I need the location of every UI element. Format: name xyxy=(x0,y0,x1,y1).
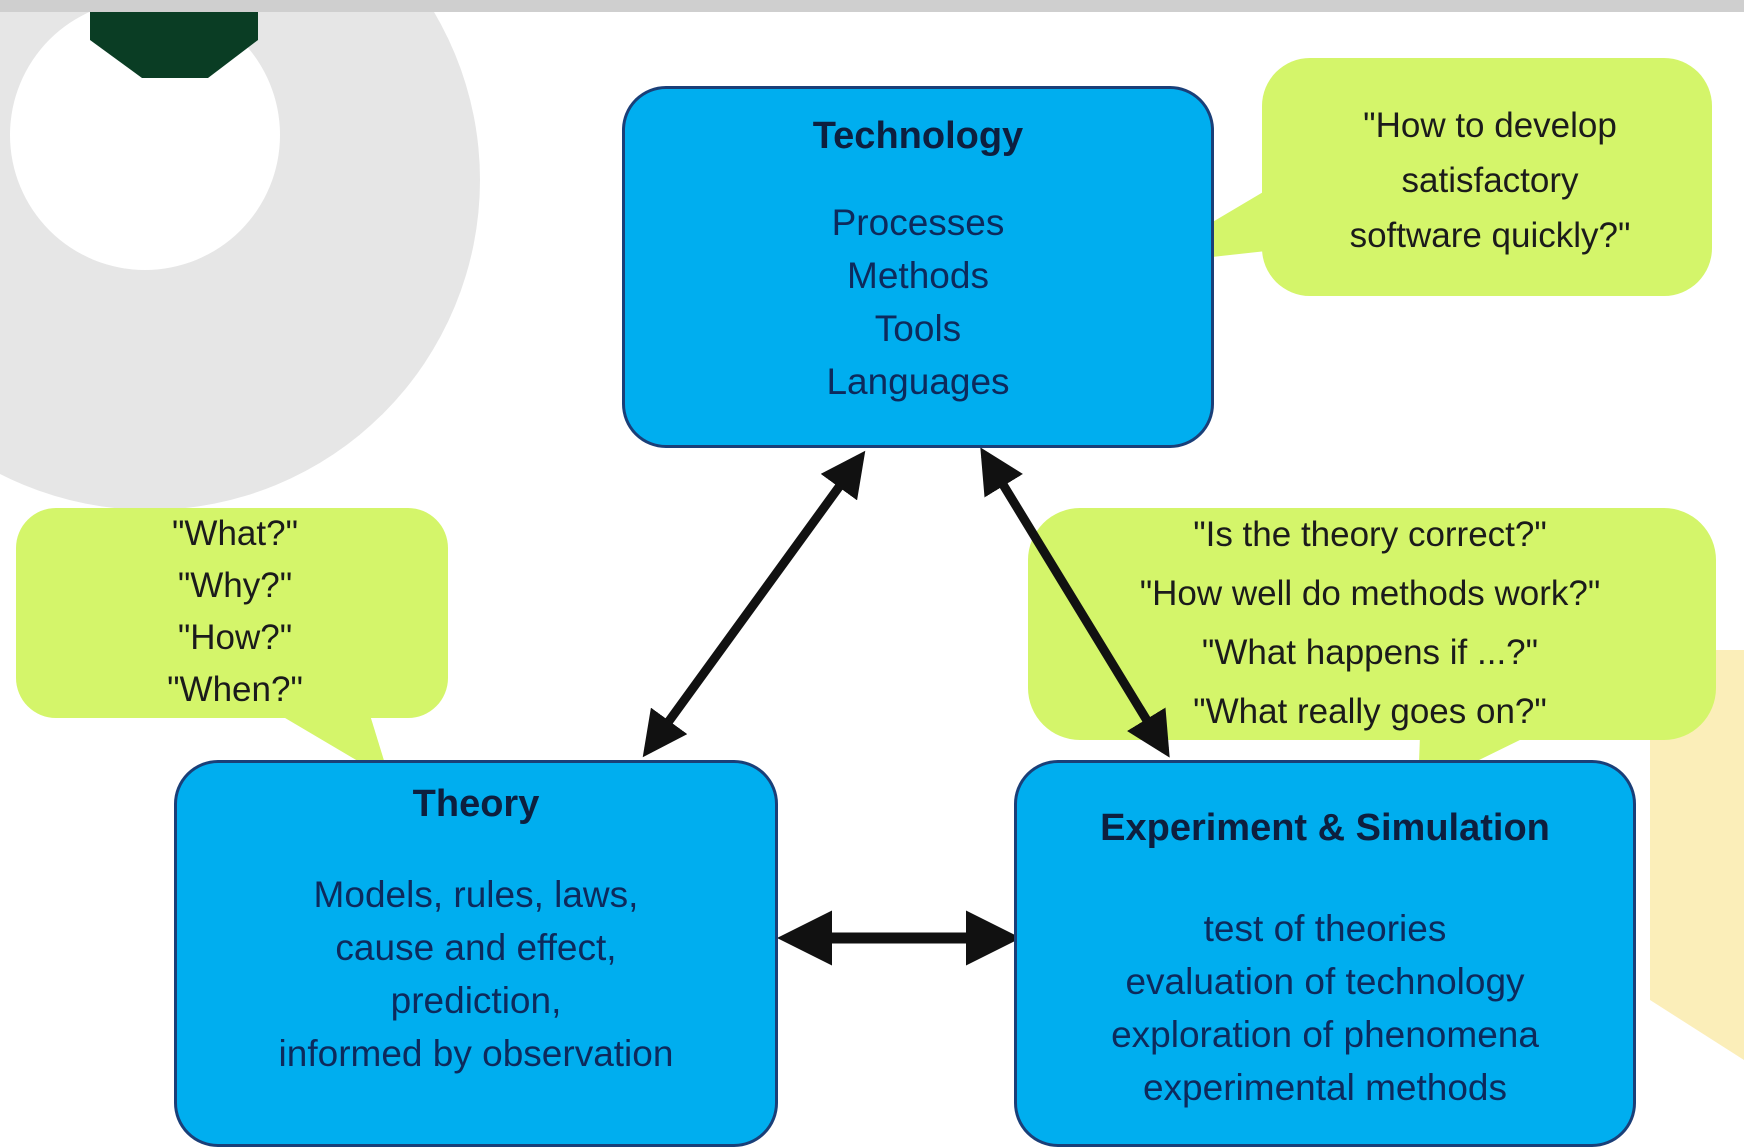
logo-shape xyxy=(90,12,258,78)
bubble-line: "What happens if ...?" xyxy=(1201,633,1539,672)
gear-decoration-yellow xyxy=(1650,650,1744,1060)
bubble-line: "What?" xyxy=(171,514,298,553)
theory-item: Models, rules, laws, xyxy=(313,874,639,915)
technology-item: Processes xyxy=(831,202,1005,243)
bubble-line: "What really goes on?" xyxy=(1193,692,1547,731)
experiment-item: experimental methods xyxy=(1142,1067,1508,1108)
bubble-technology-text: "How to develop satisfactory software qu… xyxy=(1300,98,1680,263)
bubble-line: "How well do methods work?" xyxy=(1139,574,1601,613)
bubble-line: "Is the theory correct?" xyxy=(1193,515,1547,554)
bubble-theory-text: "What?" "Why?" "How?" "When?" xyxy=(100,508,370,716)
theory-box: Theory Models, rules, laws, cause and ef… xyxy=(174,760,778,1147)
technology-item: Languages xyxy=(826,361,1010,402)
experiment-item: exploration of phenomena xyxy=(1111,1014,1539,1055)
experiment-title: Experiment & Simulation xyxy=(1100,807,1550,849)
arrow-technology-experiment xyxy=(980,447,1170,758)
experiment-item: test of theories xyxy=(1203,908,1447,949)
technology-box: Technology Processes Methods Tools Langu… xyxy=(622,86,1214,448)
theory-item: informed by observation xyxy=(278,1033,674,1074)
bubble-experiment-text: "Is the theory correct?" "How well do me… xyxy=(1080,505,1660,741)
bubble-line: satisfactory xyxy=(1401,161,1579,200)
bubble-line: "When?" xyxy=(167,670,303,709)
theory-item: prediction, xyxy=(390,980,562,1021)
bubble-line: "How?" xyxy=(177,618,293,657)
theory-title: Theory xyxy=(412,783,540,825)
experiment-box: Experiment & Simulation test of theories… xyxy=(1014,760,1636,1147)
bubble-line: "How to develop xyxy=(1363,106,1617,145)
technology-item: Methods xyxy=(847,255,989,296)
experiment-item: evaluation of technology xyxy=(1125,961,1525,1002)
technology-title: Technology xyxy=(812,115,1024,157)
bubble-line: software quickly?" xyxy=(1349,216,1631,255)
theory-item: cause and effect, xyxy=(335,927,617,968)
arrow-technology-theory xyxy=(642,450,866,758)
bubble-line: "Why?" xyxy=(177,566,293,605)
technology-item: Tools xyxy=(874,308,962,349)
